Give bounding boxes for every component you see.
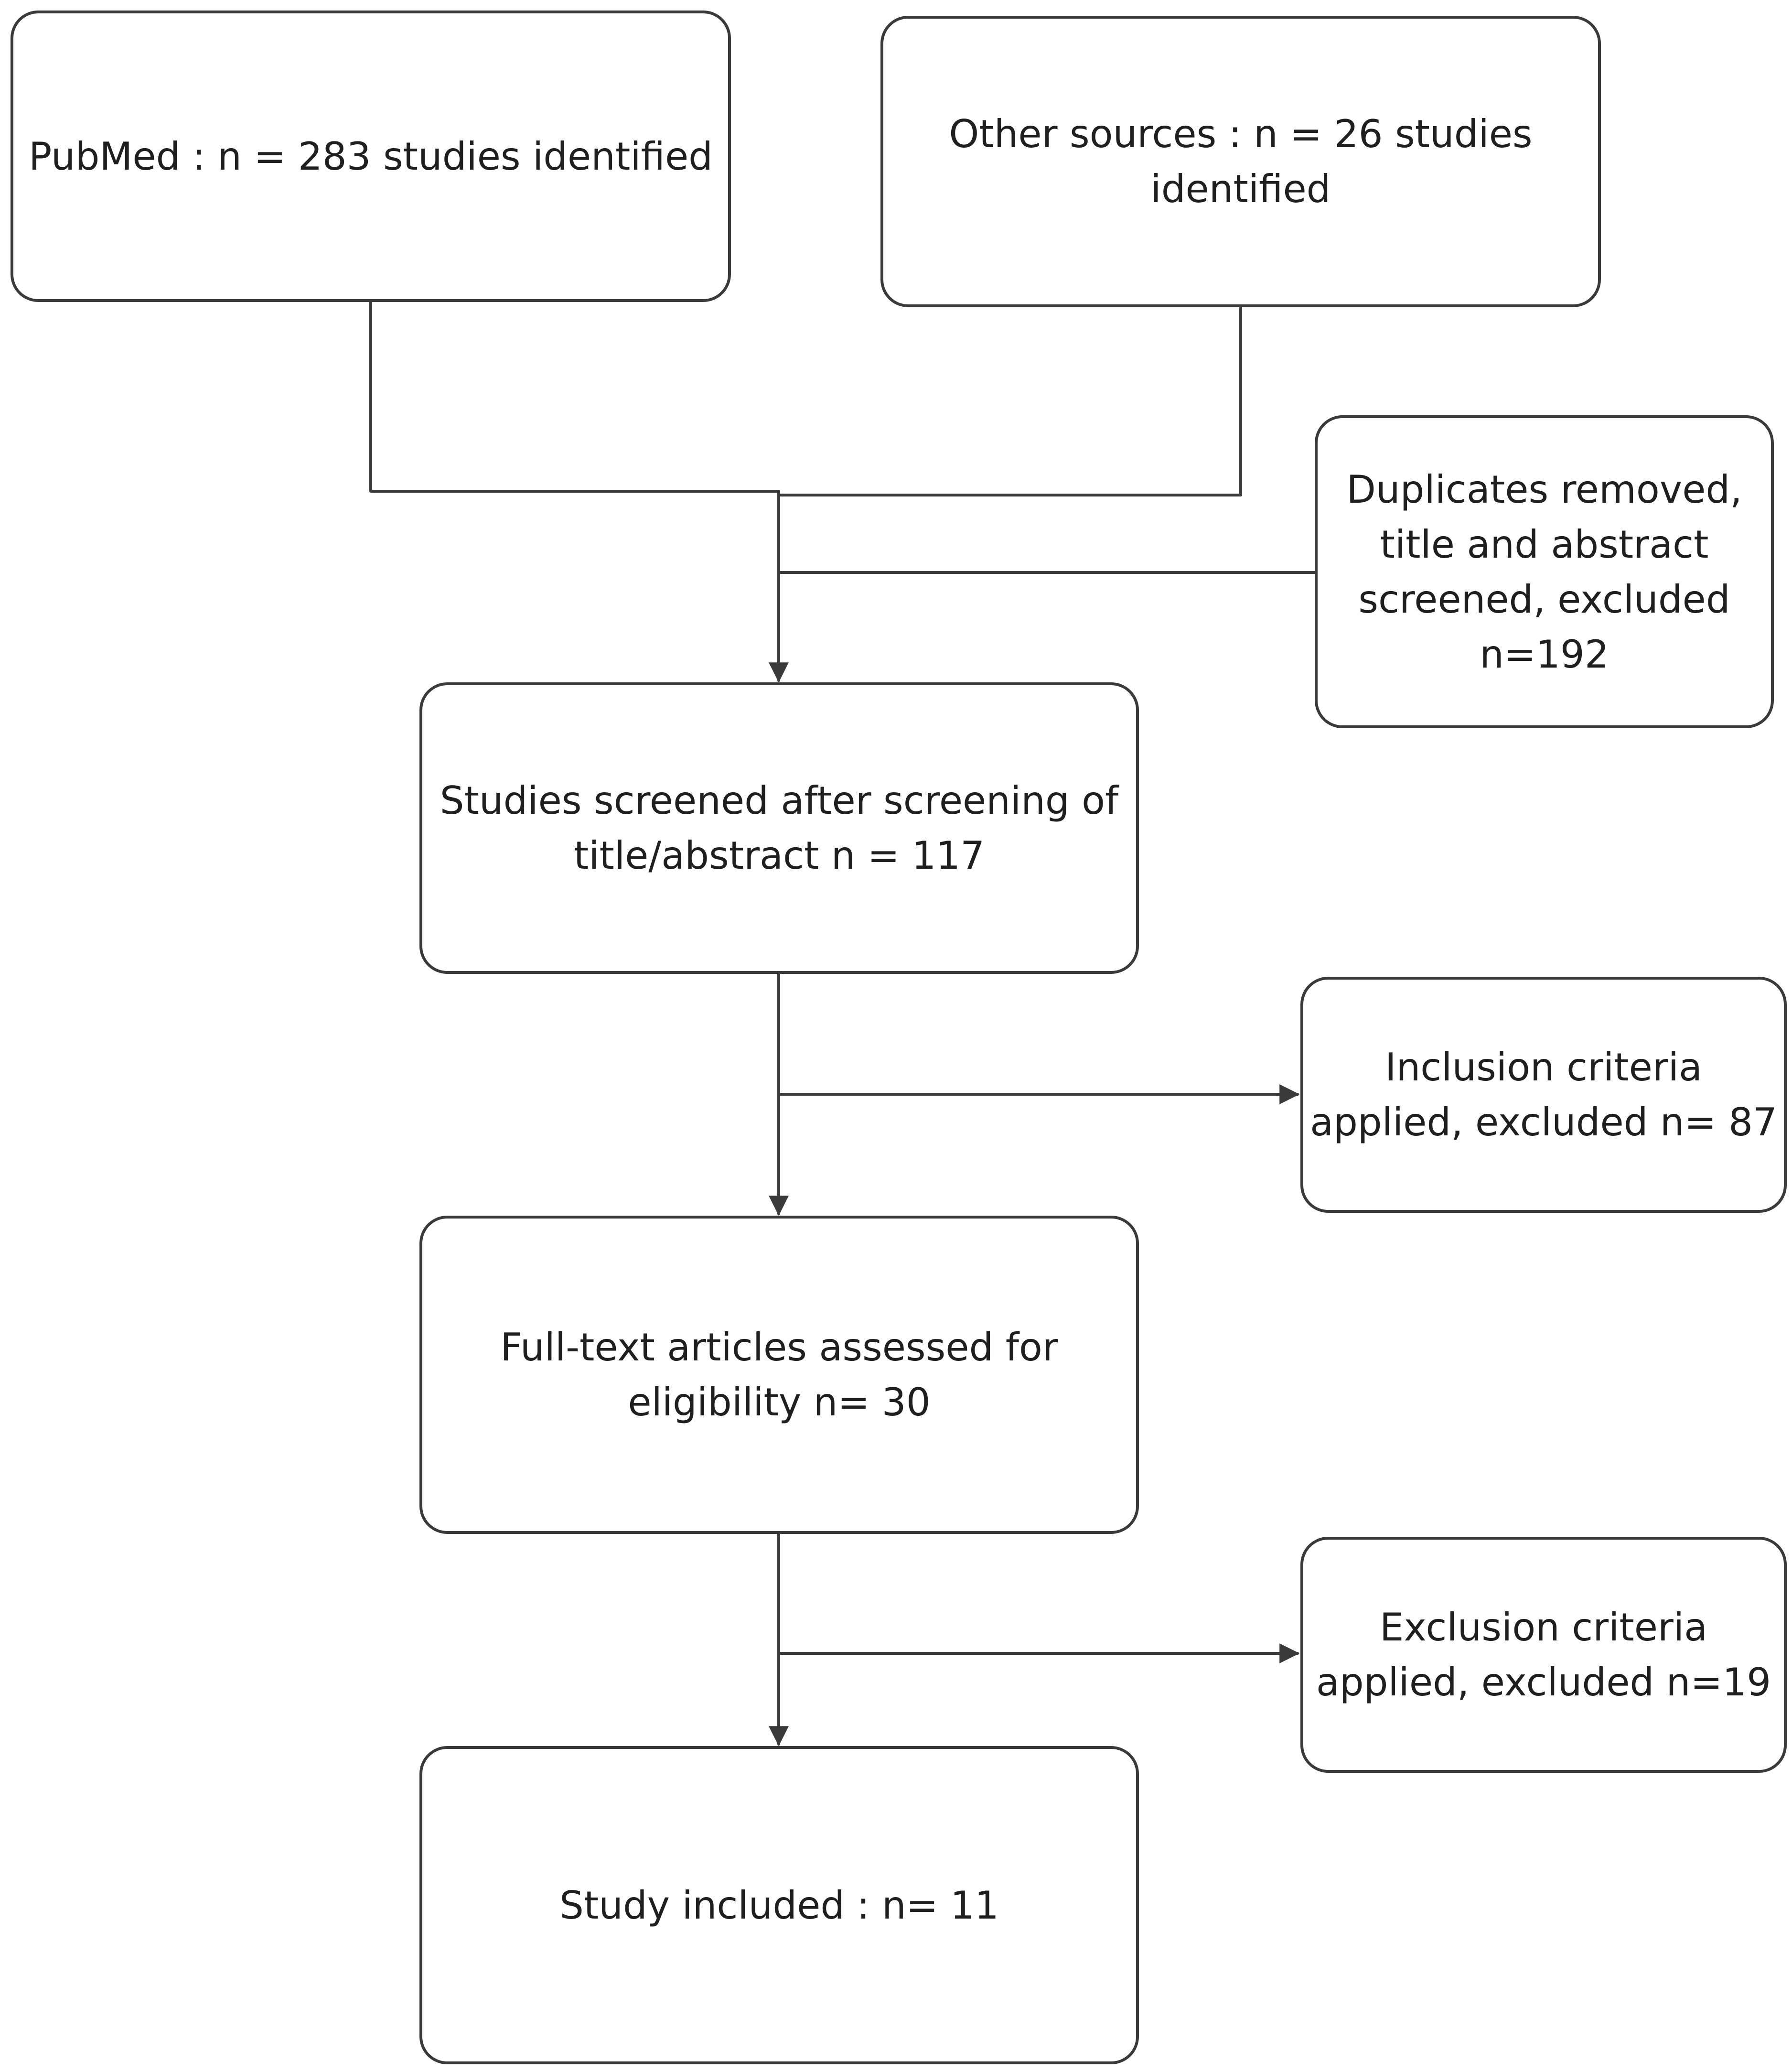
other-sources-box: Other sources : n = 26 studies identifie… [880,16,1601,307]
exclusion-criteria-box: Exclusion criteria applied, excluded n=1… [1300,1537,1787,1773]
study-included-box: Study included : n= 11 [419,1746,1139,2064]
pubmed-box: PubMed : n = 283 studies identified [11,11,731,302]
exclusion-criteria-label: Exclusion criteria applied, excluded n=1… [1316,1605,1771,1704]
studies-screened-label: Studies screened after screening of titl… [440,778,1119,878]
other-sources-label: Other sources : n = 26 studies identifie… [949,112,1533,211]
duplicates-removed-box: Duplicates removed, title and abstract s… [1315,415,1774,728]
connector-other-sources-to-merge [777,306,1242,496]
studies-screened-box: Studies screened after screening of titl… [419,682,1139,974]
connector-pubmed-to-merge [369,301,780,493]
inclusion-criteria-box: Inclusion criteria applied, excluded n= … [1300,977,1787,1213]
duplicates-removed-label: Duplicates removed, title and abstract s… [1346,467,1742,677]
full-text-label: Full-text articles assessed for eligibil… [500,1325,1058,1424]
inclusion-criteria-label: Inclusion criteria applied, excluded n= … [1310,1045,1777,1144]
full-text-box: Full-text articles assessed for eligibil… [419,1216,1139,1534]
study-included-label: Study included : n= 11 [559,1883,999,1928]
pubmed-label: PubMed : n = 283 studies identified [29,134,713,179]
